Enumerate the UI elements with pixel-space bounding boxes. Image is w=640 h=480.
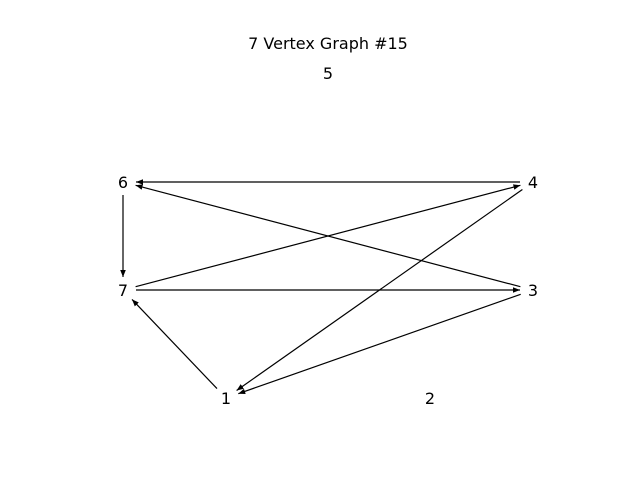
node-2-label: 2 — [425, 389, 435, 408]
node-5-label: 5 — [323, 64, 333, 83]
node-group: 1 2 3 4 5 6 7 — [118, 64, 538, 408]
edge-7-to-4 — [135, 184, 521, 288]
node-3-label: 3 — [528, 281, 538, 300]
edge-3-to-1 — [238, 293, 521, 395]
edge-4-to-1 — [236, 189, 523, 391]
node-7-label: 7 — [118, 281, 128, 300]
node-4-label: 4 — [528, 173, 538, 192]
node-1-label: 1 — [221, 389, 231, 408]
node-6-label: 6 — [118, 173, 128, 192]
edge-1-to-7 — [131, 298, 218, 390]
graph-title: 7 Vertex Graph #15 — [248, 34, 408, 53]
edge-group — [120, 179, 523, 395]
